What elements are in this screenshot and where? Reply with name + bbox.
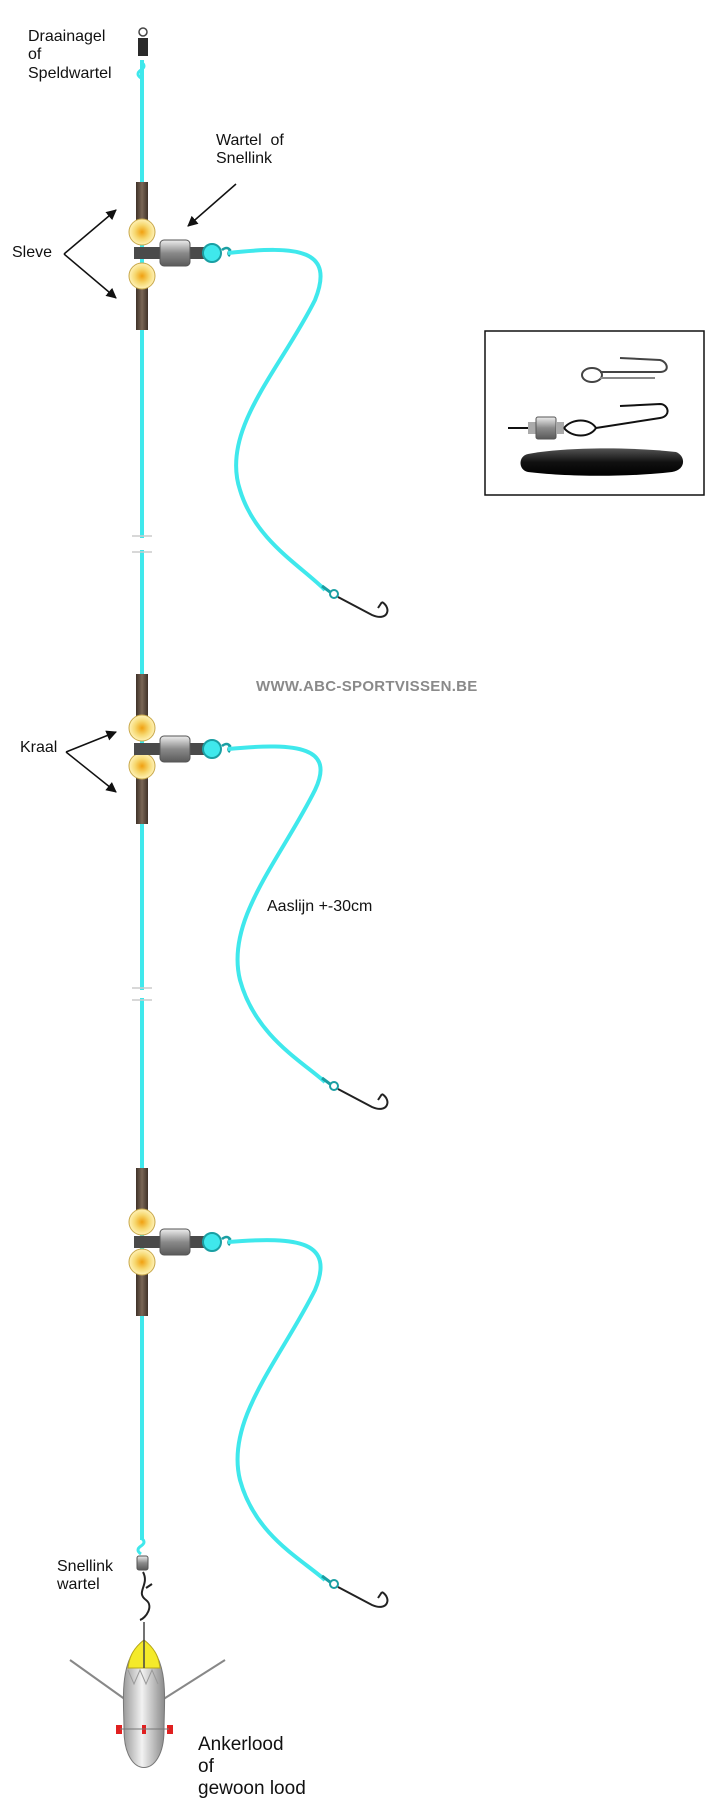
bead-icon xyxy=(128,1248,156,1276)
label-aaslijn: Aaslijn +-30cm xyxy=(267,898,373,915)
bead-icon xyxy=(128,262,156,290)
sleeve-icon xyxy=(136,1272,148,1316)
hook-icon xyxy=(321,1574,389,1608)
sleeve-icon xyxy=(136,674,148,716)
bead-icon xyxy=(128,752,156,780)
label-line: of xyxy=(198,1755,214,1777)
snood-line xyxy=(227,744,327,1084)
sleeve-icon xyxy=(136,1168,148,1212)
label-line: gewoon lood xyxy=(198,1777,306,1799)
line-break-marker-2 xyxy=(132,987,152,1001)
hook-icon xyxy=(321,584,389,618)
label-line: Draainagel xyxy=(28,28,106,45)
sleeve-icon xyxy=(136,778,148,824)
label-sleve: Sleve xyxy=(12,244,53,261)
label-line: Ankerlood xyxy=(198,1734,284,1755)
swivel-icon xyxy=(159,239,191,267)
label-draainagel: Draainagel of Speldwartel xyxy=(28,28,112,83)
snood-line xyxy=(227,1238,327,1582)
side-arm-2 xyxy=(128,674,389,1110)
swivel-icon xyxy=(159,735,191,763)
hook-icon xyxy=(321,1076,389,1110)
side-arm-3 xyxy=(128,1168,389,1608)
label-arrows xyxy=(63,183,237,793)
label-line: Speldwartel xyxy=(28,64,112,82)
top-swivel-icon xyxy=(136,27,148,80)
swivel-snap-icon xyxy=(508,402,669,440)
line-break-marker-1 xyxy=(132,535,152,553)
sleeve-icon xyxy=(136,182,148,228)
bead-icon xyxy=(128,1208,156,1236)
label-line: Snellink xyxy=(57,1558,114,1575)
side-arm-1 xyxy=(128,182,389,618)
snood-line xyxy=(227,247,327,592)
sleeve-icon xyxy=(136,284,148,330)
label-ankerlood: Ankerlood of gewoon lood xyxy=(198,1734,306,1800)
snap-link-icon xyxy=(139,1571,151,1621)
watermark: WWW.ABC-SPORTVISSEN.BE xyxy=(256,678,478,695)
label-wartel-snellink: Wartel of Snellink xyxy=(216,132,284,169)
worm-icon xyxy=(520,448,684,476)
swivel-icon xyxy=(159,1228,191,1256)
label-line: Snellink xyxy=(216,150,273,168)
label-line: of xyxy=(28,46,42,64)
label-kraal: Kraal xyxy=(20,739,58,756)
snap-link-icon xyxy=(581,357,668,383)
label-snellink-wartel: Snellink wartel xyxy=(57,1558,113,1595)
lead-weight-icon xyxy=(69,1622,226,1768)
bead-icon xyxy=(128,218,156,246)
bottom-snap-swivel-icon xyxy=(136,1536,153,1621)
inset-panel xyxy=(484,330,705,496)
label-line: wartel xyxy=(57,1576,100,1594)
label-line: Wartel of xyxy=(216,132,284,149)
bead-icon xyxy=(128,714,156,742)
